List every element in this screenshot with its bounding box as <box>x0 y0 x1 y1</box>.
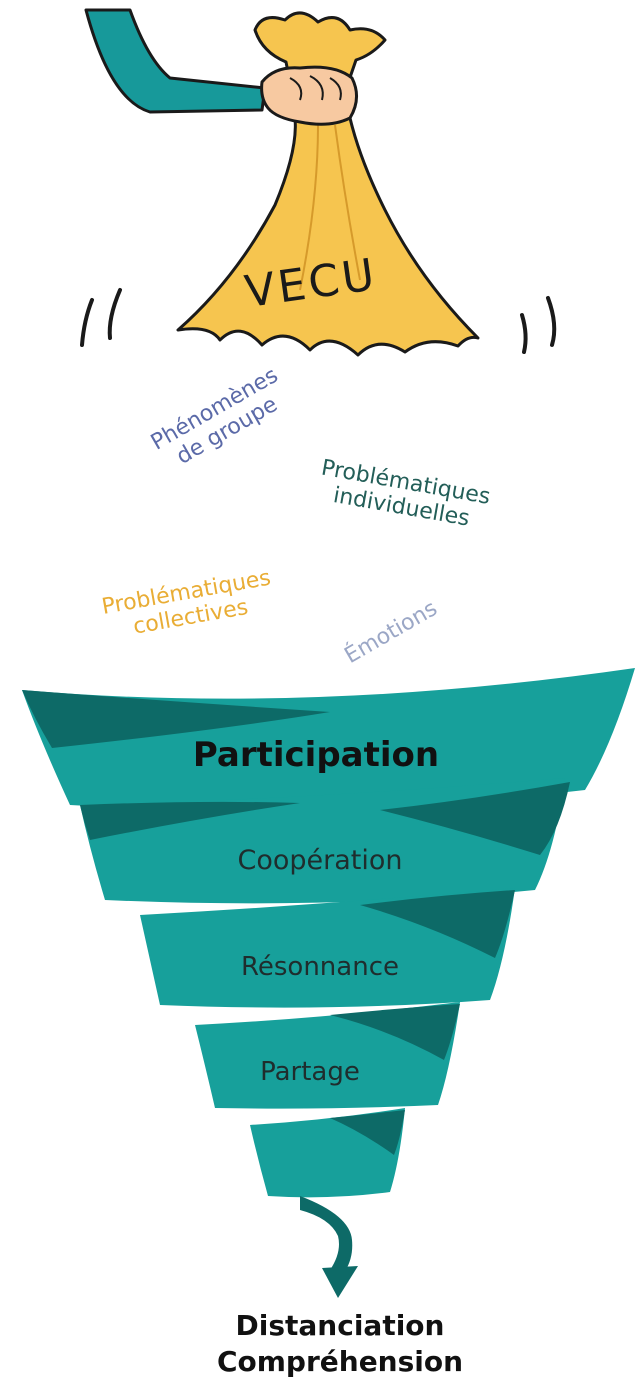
funnel-level-resonance: Résonnance <box>240 952 399 982</box>
bag-body <box>176 116 480 357</box>
arm-sleeve <box>84 8 267 114</box>
funnel-level-participation: Participation <box>192 735 440 775</box>
funnel-level-cooperation: Coopération <box>237 845 403 876</box>
outcome-comprehension: Compréhension <box>216 1345 464 1378</box>
funnel-arrow-head <box>322 1266 358 1298</box>
funnel-spiral <box>22 668 635 1298</box>
hand <box>260 65 358 126</box>
funnel-level-sharing: Partage <box>260 1057 360 1087</box>
outcome-distanciation: Distanciation <box>235 1309 445 1342</box>
motion-marks <box>80 288 557 354</box>
